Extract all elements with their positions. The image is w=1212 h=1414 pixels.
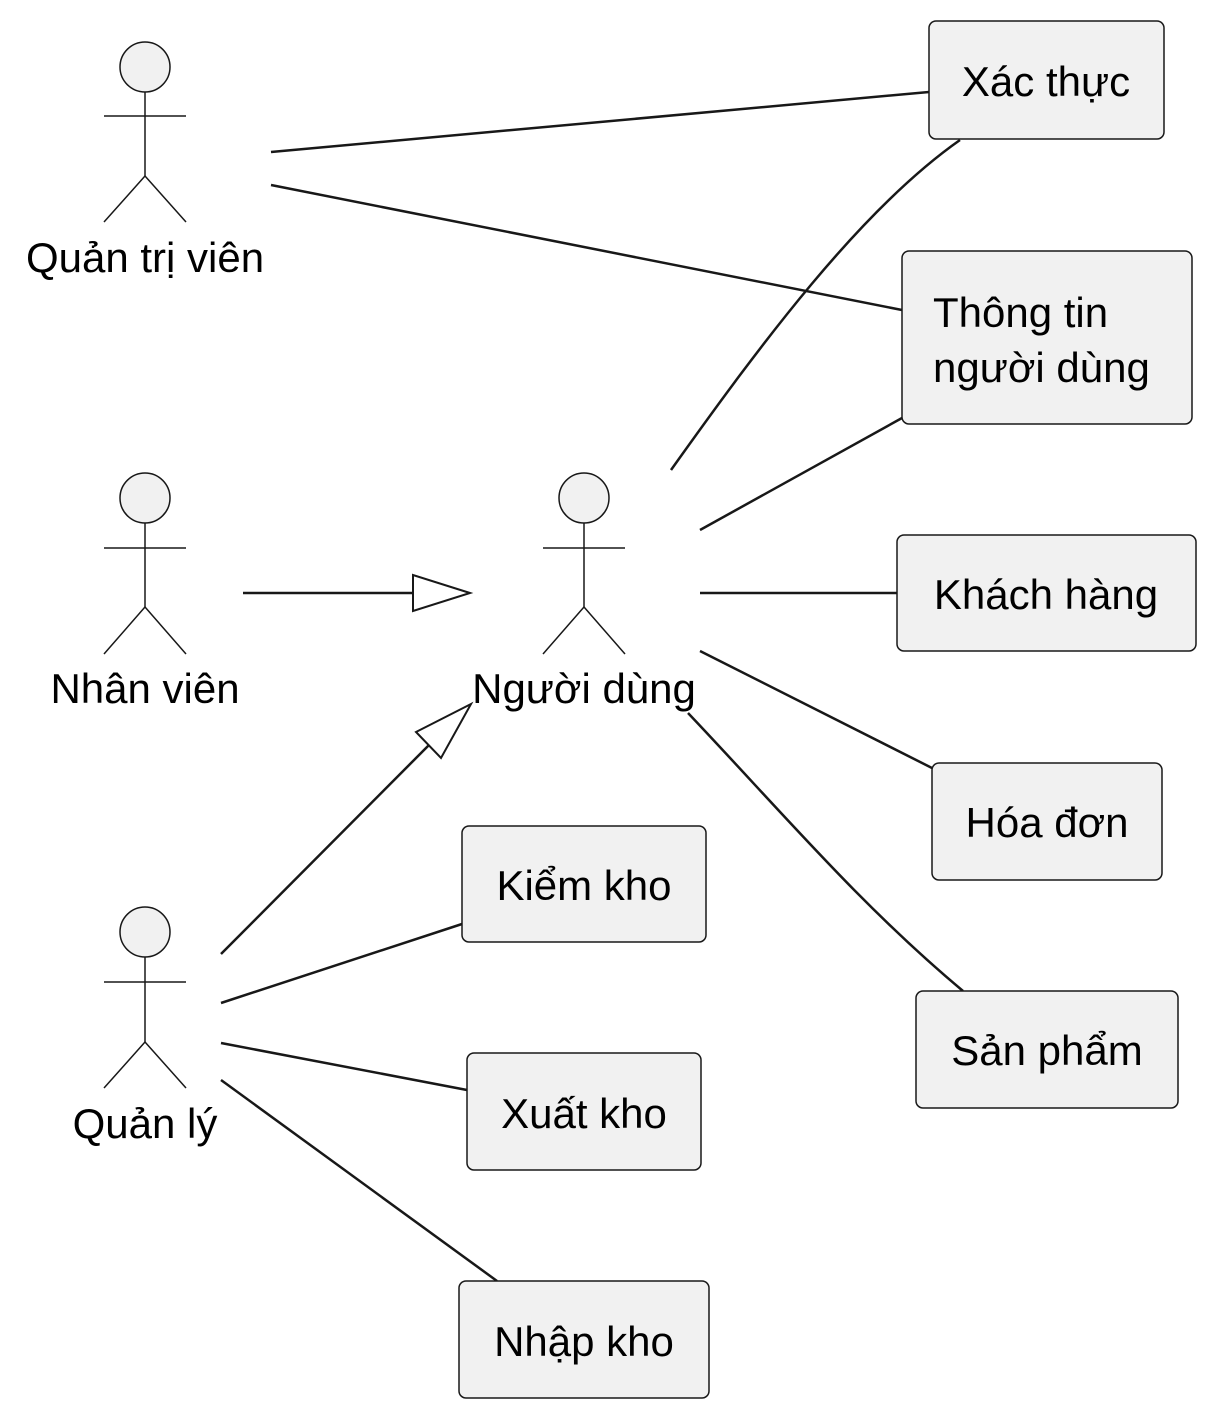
- usecase-export: Xuất kho: [466, 1052, 702, 1171]
- link-manager-export: [220, 1041, 468, 1092]
- generalizations: [220, 573, 474, 955]
- link-admin-user-info: [270, 183, 903, 312]
- link-user-invoice: [699, 649, 933, 770]
- usecase-product: Sản phẩm: [915, 990, 1179, 1109]
- usecase-auth-label: Xác thực: [962, 58, 1130, 105]
- usecase-import: Nhập kho: [458, 1280, 710, 1399]
- gen-staff-user-arrowhead: [412, 573, 474, 613]
- link-admin-auth: [270, 90, 930, 154]
- usecase-product-label: Sản phẩm: [951, 1027, 1142, 1074]
- usecase-inventory-check: Kiểm kho: [461, 825, 707, 943]
- actor-user-head: [558, 472, 610, 524]
- actor-staff-head: [119, 472, 171, 524]
- usecase-invoice: Hóa đơn: [931, 762, 1163, 881]
- actor-manager: [103, 906, 187, 1089]
- usecase-user-info-label-line1: Thông tin: [933, 289, 1108, 336]
- usecase-inventory-check-label: Kiểm kho: [496, 862, 671, 909]
- actor-manager-label: Quản lý: [73, 1100, 218, 1147]
- associations: [220, 90, 964, 1283]
- usecase-import-label: Nhập kho: [494, 1318, 674, 1365]
- gen-manager-user-arrowhead: [414, 701, 474, 760]
- actor-manager-head: [119, 906, 171, 958]
- usecase-export-label: Xuất kho: [501, 1090, 667, 1137]
- usecase-user-info-label-line2: người dùng: [933, 344, 1150, 391]
- usecase-customer-label: Khách hàng: [934, 571, 1158, 618]
- usecase-customer: Khách hàng: [896, 534, 1197, 652]
- actor-staff: [103, 472, 187, 655]
- usecase-user-info: Thông tin người dùng: [901, 250, 1193, 425]
- actor-staff-label: Nhân viên: [50, 665, 239, 712]
- actor-admin-label: Quản trị viên: [26, 234, 264, 281]
- actor-admin: [103, 41, 187, 223]
- link-manager-inventory-check: [220, 922, 463, 1005]
- link-user-auth: [669, 138, 961, 471]
- link-user-user-info: [699, 416, 903, 532]
- usecase-invoice-label: Hóa đơn: [966, 799, 1129, 846]
- actor-user: [542, 472, 626, 655]
- link-user-product: [687, 712, 964, 992]
- gen-manager-user-line: [220, 744, 430, 955]
- link-manager-import: [220, 1078, 498, 1283]
- usecase-auth: Xác thực: [928, 20, 1165, 140]
- actor-user-label: Người dùng: [472, 665, 696, 712]
- actor-admin-head: [119, 41, 171, 93]
